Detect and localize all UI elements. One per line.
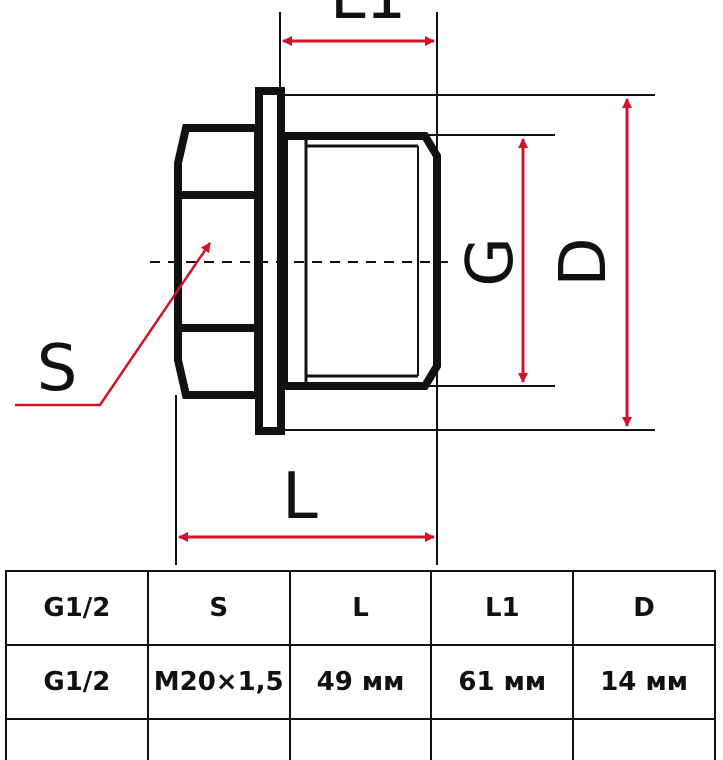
plug-technical-drawing: L1 L S G D (15, 0, 655, 565)
table-header-row: G1/2 S L L1 D (5, 570, 716, 646)
s-leader-line (15, 242, 212, 407)
extension-lines (175, 12, 655, 565)
s-label: S (37, 332, 78, 406)
empty-cell (5, 718, 149, 760)
cell-l1: 61 мм (430, 644, 575, 720)
cell-g: G1/2 (5, 644, 149, 720)
cell-l: 49 мм (288, 644, 433, 720)
cell-s: M20×1,5 (146, 644, 291, 720)
dimension-arrows (178, 36, 632, 542)
empty-cell (288, 718, 433, 760)
header-cell-s: S (146, 570, 291, 646)
d-label: D (547, 237, 621, 286)
g-label: G (454, 237, 528, 287)
header-cell-g: G1/2 (5, 570, 149, 646)
table-row: G1/2 M20×1,5 49 мм 61 мм 14 мм (5, 644, 716, 720)
threaded-body (280, 132, 441, 390)
header-cell-d: D (572, 570, 716, 646)
spec-table: G1/2 S L L1 D G1/2 M20×1,5 49 мм 61 мм 1… (5, 570, 716, 760)
table-row (5, 718, 716, 760)
l-label: L (282, 460, 318, 534)
header-cell-l1: L1 (430, 570, 575, 646)
l1-label: L1 (330, 0, 406, 34)
header-cell-l: L (288, 570, 433, 646)
empty-cell (572, 718, 716, 760)
empty-cell (146, 718, 291, 760)
cell-d: 14 мм (572, 644, 716, 720)
empty-cell (430, 718, 575, 760)
